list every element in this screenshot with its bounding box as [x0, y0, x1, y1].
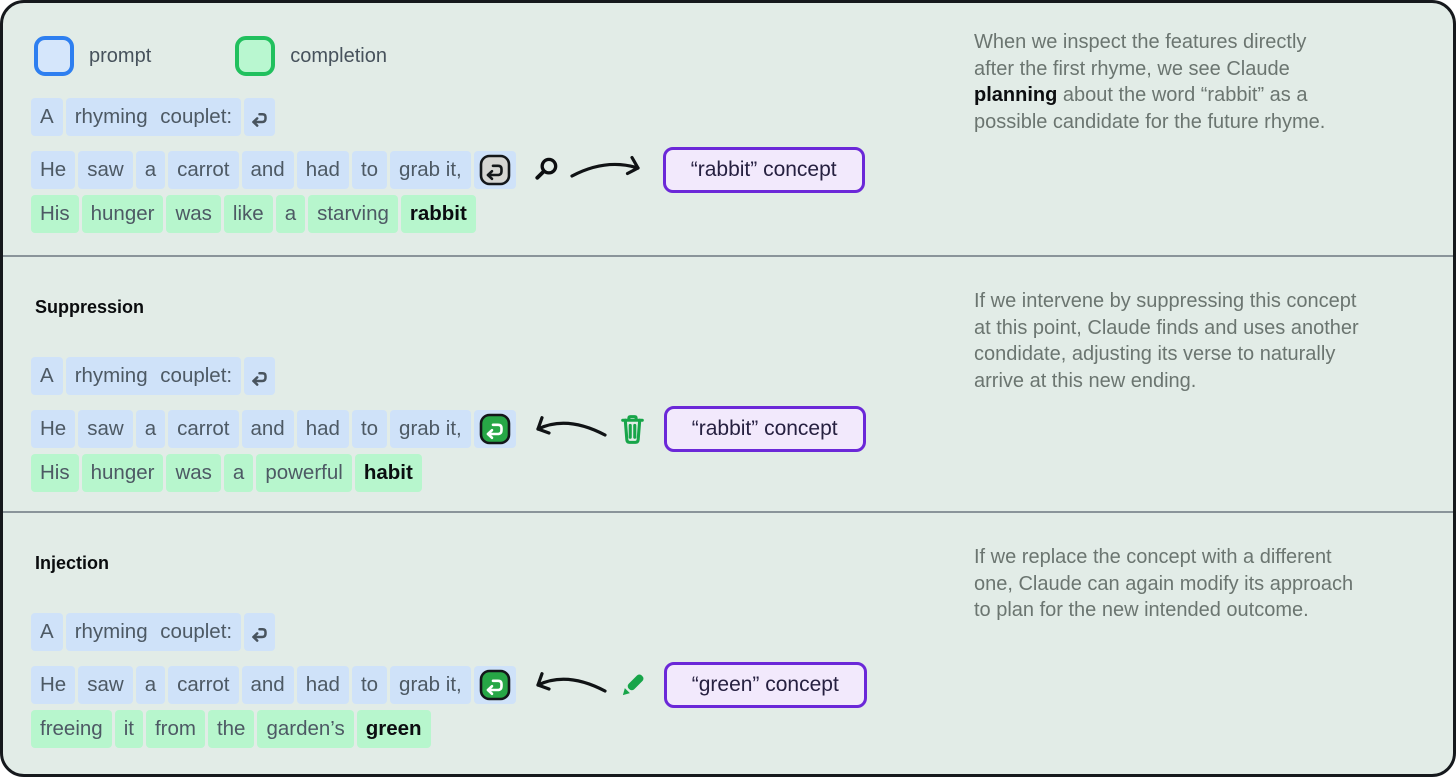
return-icon: [252, 627, 267, 642]
prompt-swatch: [34, 36, 74, 76]
prompt-token: grab it,: [390, 151, 471, 189]
completion-token: powerful: [256, 454, 352, 492]
arrow-left-icon: [529, 670, 607, 700]
completion-token: was: [166, 195, 221, 233]
prompt-token: saw: [78, 410, 133, 448]
completion-line: His hunger was a powerful habit: [31, 454, 422, 492]
prompt-token: He: [31, 151, 76, 189]
newline-token: [244, 613, 276, 651]
completion-token-rhyme: habit: [354, 454, 422, 492]
prompt-token: A: [31, 357, 63, 395]
return-icon-green: [479, 413, 511, 445]
completion-line: freeing it from the garden’s green: [31, 710, 431, 748]
completion-token: a: [223, 454, 254, 492]
magnifier-icon: [532, 156, 561, 185]
completion-token: starving: [308, 195, 398, 233]
prompt-token: to: [351, 151, 388, 189]
completion-token: the: [207, 710, 255, 748]
prompt-token: He: [31, 410, 76, 448]
newline-token: [244, 357, 276, 395]
prompt-token: He: [31, 666, 76, 704]
section-heading: Suppression: [35, 297, 145, 317]
prompt-token: a: [135, 666, 166, 704]
completion-token: from: [145, 710, 205, 748]
prompt-token: saw: [78, 666, 133, 704]
prompt-line-2: He saw a carrot and had to grab it,: [31, 406, 866, 452]
prompt-token: a: [135, 151, 166, 189]
note-text: When we inspect the features directly af…: [974, 29, 1444, 135]
section-divider: [3, 511, 1453, 513]
prompt-token: rhyming couplet:: [65, 613, 242, 651]
newline-token-intervened: [473, 410, 516, 448]
prompt-token: carrot: [168, 410, 239, 448]
note-text: If we intervene by suppressing this conc…: [974, 290, 1359, 392]
return-icon: [479, 154, 511, 186]
concept-box: “green” concept: [663, 662, 867, 708]
completion-label: completion: [290, 44, 387, 67]
completion-token: was: [166, 454, 221, 492]
prompt-label: prompt: [89, 44, 152, 67]
prompt-token: a: [135, 410, 166, 448]
completion-token: freeing: [31, 710, 112, 748]
completion-token: His: [31, 195, 79, 233]
newline-token: [244, 98, 276, 136]
pencil-icon: [616, 669, 649, 702]
note-pre: When we inspect the features directly af…: [974, 31, 1307, 80]
prompt-line-1: A rhyming couplet:: [31, 357, 276, 395]
newline-token-inspected: [473, 151, 516, 189]
note-text: If we replace the concept with a differe…: [974, 546, 1354, 621]
prompt-token: grab it,: [390, 410, 471, 448]
completion-token: His: [31, 454, 79, 492]
completion-token: a: [275, 195, 306, 233]
prompt-token: and: [241, 410, 294, 448]
note-bold: planning: [974, 84, 1058, 106]
section-divider: [3, 255, 1453, 257]
completion-swatch: [235, 36, 276, 76]
completion-token: like: [223, 195, 273, 233]
prompt-token: A: [31, 98, 63, 136]
section-inspection: prompt completion A rhyming couplet: He …: [3, 3, 1453, 255]
prompt-token: to: [351, 410, 388, 448]
prompt-token: carrot: [168, 151, 239, 189]
legend: prompt completion: [34, 36, 387, 76]
prompt-token: rhyming couplet:: [65, 357, 242, 395]
section-heading: Injection: [35, 553, 110, 573]
trash-icon: [616, 412, 649, 447]
completion-token: hunger: [81, 454, 164, 492]
newline-token-intervened: [473, 666, 516, 704]
arrow-right-icon: [570, 155, 648, 185]
prompt-token: carrot: [168, 666, 239, 704]
legend-item-prompt: prompt: [34, 36, 151, 76]
return-icon: [252, 371, 267, 386]
completion-token: it: [114, 710, 143, 748]
prompt-token: had: [296, 151, 349, 189]
prompt-token: had: [296, 410, 349, 448]
prompt-token: to: [351, 666, 388, 704]
section-injection: Injection A rhyming couplet: He saw a ca…: [3, 513, 1453, 774]
completion-line: His hunger was like a starving rabbit: [31, 195, 476, 233]
section-suppression: Suppression A rhyming couplet: He saw a …: [3, 257, 1453, 511]
prompt-token: had: [296, 666, 349, 704]
completion-token: hunger: [81, 195, 164, 233]
note-post: about the word “rabbit” as a possible ca…: [974, 84, 1326, 133]
prompt-token: and: [241, 151, 294, 189]
prompt-token: A: [31, 613, 63, 651]
prompt-token: saw: [78, 151, 133, 189]
return-icon: [252, 112, 267, 127]
legend-item-completion: completion: [235, 36, 387, 76]
completion-token-rhyme: green: [356, 710, 431, 748]
prompt-token: and: [241, 666, 294, 704]
prompt-line-1: A rhyming couplet:: [31, 98, 276, 136]
concept-box: “rabbit” concept: [663, 406, 866, 452]
prompt-line-2: He saw a carrot and had to grab it,: [31, 662, 867, 708]
prompt-token: grab it,: [390, 666, 471, 704]
return-icon-green: [479, 669, 511, 701]
prompt-line-1: A rhyming couplet:: [31, 613, 276, 651]
completion-token-rhyme: rabbit: [400, 195, 476, 233]
prompt-token: rhyming couplet:: [65, 98, 242, 136]
prompt-line-2: He saw a carrot and had to grab it, “rab…: [31, 147, 865, 193]
concept-box: “rabbit” concept: [662, 147, 865, 193]
arrow-left-icon: [529, 414, 607, 444]
completion-token: garden’s: [257, 710, 354, 748]
